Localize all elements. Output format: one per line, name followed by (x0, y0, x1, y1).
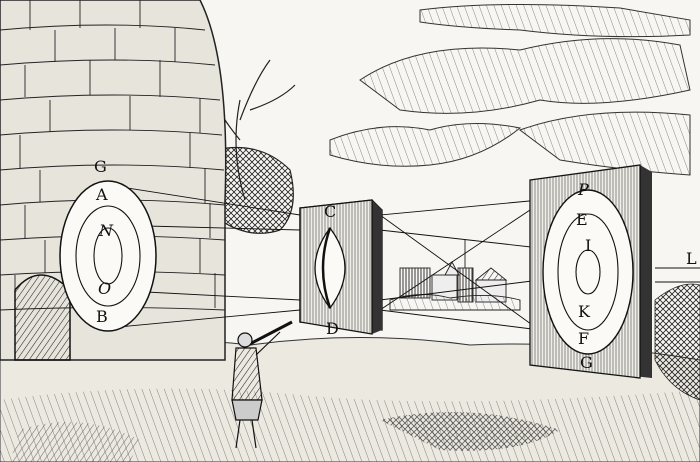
label-g-bottom: G (580, 353, 593, 372)
label-d: D (326, 319, 339, 338)
label-e: E (576, 210, 588, 229)
label-o: O (98, 279, 111, 298)
label-i: I (585, 236, 591, 255)
tree (204, 59, 296, 234)
lens-screen (299, 199, 383, 335)
label-c: C (324, 202, 336, 221)
distant-town (389, 240, 521, 311)
right-bushes (654, 283, 700, 401)
ground (0, 337, 700, 462)
observer-figure (231, 320, 293, 449)
clouds (329, 3, 691, 176)
image-screen (529, 164, 652, 379)
object-disc (59, 180, 157, 332)
tower-doorway (14, 274, 71, 361)
label-n: N (98, 221, 114, 240)
diagram-labels: G A N O B C D P E I K F G L (94, 157, 697, 372)
stone-tower (0, 0, 227, 361)
label-k: K (578, 302, 591, 321)
label-f: F (578, 329, 589, 348)
label-b: B (96, 307, 108, 326)
label-l: L (686, 249, 697, 268)
label-a: A (95, 185, 108, 204)
label-g-top: G (94, 157, 107, 176)
label-p: P (577, 180, 589, 199)
